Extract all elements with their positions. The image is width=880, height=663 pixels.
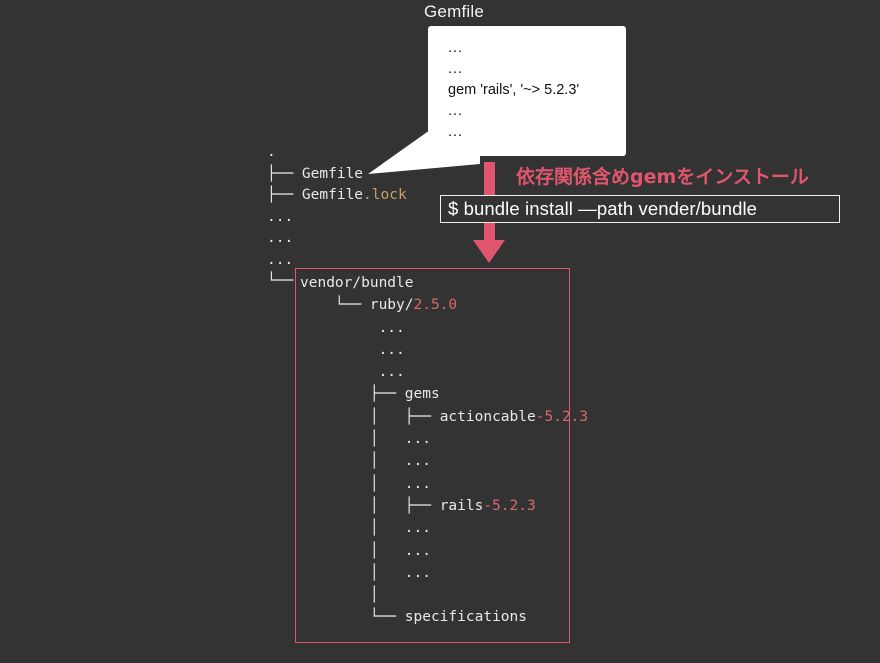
tree-ellipsis: │ ... <box>300 564 431 581</box>
tree-row-spacer: │ <box>300 587 379 603</box>
tree-row-gemfile-lock: ├── Gemfile.lock <box>267 187 407 203</box>
tree-ellipsis: ... <box>267 251 294 268</box>
tree-branch-glyph: └── <box>300 297 370 314</box>
tree-node-label: actioncable <box>439 408 536 425</box>
tree-row-ellipsis: ... <box>300 320 405 336</box>
tree-row-ellipsis: ... <box>300 342 405 358</box>
project-root-tree: . ├── Gemfile ├── Gemfile.lock ... ... .… <box>267 142 407 293</box>
tree-node-label: gems <box>404 386 440 403</box>
tree-node-label: vendor/bundle <box>300 275 414 291</box>
tree-row-ellipsis: │ ... <box>300 431 431 447</box>
tree-row-gems: ├── gems <box>300 386 440 402</box>
tree-row-vendor-bundle: vendor/bundle <box>300 275 414 291</box>
callout-line: ... <box>448 61 464 77</box>
tree-branch-glyph: ├── <box>267 165 302 182</box>
tree-ellipsis: │ ... <box>300 542 431 559</box>
tree-node-label: Gemfile <box>301 187 364 203</box>
callout-line-gem-rails: gem 'rails', '~> 5.2.3' <box>448 82 580 98</box>
tree-ellipsis: │ ... <box>300 520 431 537</box>
tree-node-label: ruby/ <box>369 297 414 314</box>
tree-branch-glyph: ├── <box>300 386 405 403</box>
tree-row-specifications: └── specifications <box>300 609 527 625</box>
tree-row-ellipsis: │ ... <box>300 520 431 536</box>
tree-node-label: rails <box>439 497 484 514</box>
tree-row-rails: │ ├── rails-5.2.3 <box>300 498 536 514</box>
tree-row-ellipsis: ... <box>267 252 293 268</box>
tree-ellipsis: │ ... <box>300 453 431 470</box>
gemfile-callout-lines: ... ... gem 'rails', '~> 5.2.3' ... ... <box>428 26 579 143</box>
tree-row-ellipsis: │ ... <box>300 453 431 469</box>
tree-node-label: Gemfile <box>301 165 364 182</box>
tree-row-ellipsis: │ ... <box>300 565 431 581</box>
tree-node-label: specifications <box>404 609 527 626</box>
bundle-install-command-box[interactable]: $ bundle install —path vender/bundle <box>440 195 840 223</box>
vendor-bundle-tree: vendor/bundle └── ruby/2.5.0 ... ... ...… <box>300 272 588 629</box>
tree-row-actioncable: │ ├── actioncable-5.2.3 <box>300 409 588 425</box>
tree-row-last-branch: └── <box>267 273 293 289</box>
callout-line: ... <box>448 124 464 140</box>
tree-ellipsis: ... <box>300 364 405 381</box>
tree-row-ellipsis: ... <box>267 209 293 225</box>
tree-ellipsis: ... <box>267 208 294 225</box>
gemfile-callout-bubble: ... ... gem 'rails', '~> 5.2.3' ... ... <box>428 26 626 156</box>
tree-branch-glyph: ├── <box>267 187 302 203</box>
tree-row-ruby: └── ruby/2.5.0 <box>300 297 457 313</box>
tree-ellipsis: ... <box>267 230 294 246</box>
tree-row-gemfile: ├── Gemfile <box>267 166 363 182</box>
tree-node-version: 2.5.0 <box>413 297 458 314</box>
gemfile-callout-title: Gemfile <box>424 2 484 21</box>
tree-branch-glyph: │ ├── <box>300 497 440 514</box>
tree-row-ellipsis: ... <box>300 364 405 380</box>
tree-node-extension: .lock <box>363 187 407 203</box>
tree-ellipsis: │ ... <box>300 475 431 492</box>
tree-branch-glyph: └── <box>267 273 294 289</box>
bundle-install-command-text: $ bundle install —path vender/bundle <box>448 198 758 219</box>
tree-ellipsis: │ ... <box>300 431 431 448</box>
callout-line: ... <box>448 40 464 56</box>
tree-ellipsis: ... <box>300 341 405 358</box>
tree-branch-glyph: │ <box>300 587 379 604</box>
tree-node-version: -5.2.3 <box>483 497 536 514</box>
flow-arrow-head-icon <box>473 240 505 263</box>
tree-row-ellipsis: │ ... <box>300 543 431 559</box>
install-annotation-label: 依存関係含めgemをインストール <box>516 166 809 188</box>
tree-row: . <box>267 144 276 160</box>
vendor-bundle-highlight-box <box>295 268 570 643</box>
callout-line: ... <box>448 103 464 119</box>
tree-node-version: -5.2.3 <box>535 408 589 425</box>
tree-row-ellipsis: │ ... <box>300 476 431 492</box>
tree-branch-glyph: . <box>267 144 276 160</box>
tree-branch-glyph: └── <box>300 609 405 626</box>
tree-ellipsis: ... <box>300 319 405 336</box>
tree-row-ellipsis: ... <box>267 230 293 246</box>
tree-branch-glyph: │ ├── <box>300 408 440 425</box>
